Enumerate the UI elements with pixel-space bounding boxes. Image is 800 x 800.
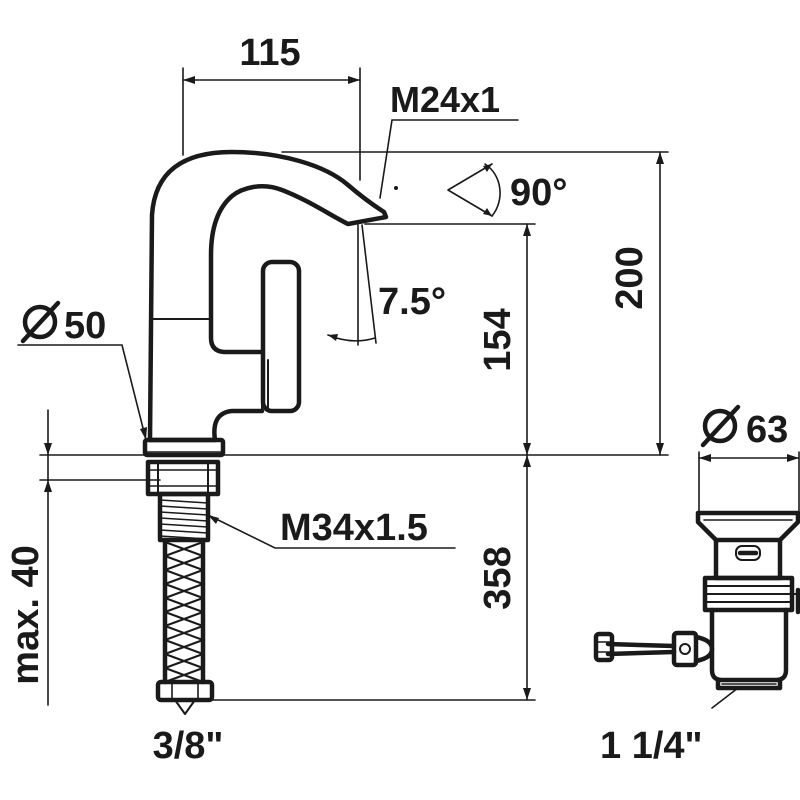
conn-3-8-label: 3/8" (153, 725, 224, 767)
braided-hose (162, 537, 206, 685)
dia-63-label: 63 (746, 409, 788, 451)
diameter-symbol-icon (700, 404, 741, 448)
angle-90: 90° (447, 163, 567, 217)
thread-m34-label: M34x1.5 (280, 507, 428, 549)
angle-90-label: 90° (510, 172, 567, 214)
threaded-shank (157, 491, 211, 543)
pop-up-waste: 63 1 1/4" (593, 404, 800, 767)
hose-connector-nut (155, 679, 215, 715)
dim-200-label: 200 (609, 246, 651, 309)
dim-154-label: 154 (477, 308, 519, 371)
thread-m24-label: M24x1 (390, 79, 500, 120)
angle-7-5-label: 7.5° (378, 281, 446, 323)
max-40-label: max. 40 (5, 545, 47, 684)
dimension-358: 358 (211, 454, 536, 701)
dimension-200: 200 (281, 151, 669, 456)
conn-1-1-4-label: 1 1/4" (600, 725, 703, 767)
mounting-nut (145, 459, 221, 497)
dim-358-label: 358 (477, 546, 519, 609)
angle-7-5: 7.5° (327, 224, 446, 346)
dimension-115: 115 (182, 32, 361, 181)
thread-m34-callout: M34x1.5 (207, 507, 456, 549)
dia-50-label: 50 (64, 305, 106, 347)
mounting-plate (142, 437, 226, 458)
diameter-symbol-icon (20, 300, 61, 344)
faucet-body (147, 149, 389, 443)
dimension-154: 154 (364, 223, 536, 456)
dim-115-label: 115 (239, 32, 300, 74)
dimension-max-40: max. 40 (5, 409, 161, 706)
diameter-50-callout: 50 (17, 300, 147, 441)
thread-m24-callout: M24x1 (379, 79, 519, 199)
